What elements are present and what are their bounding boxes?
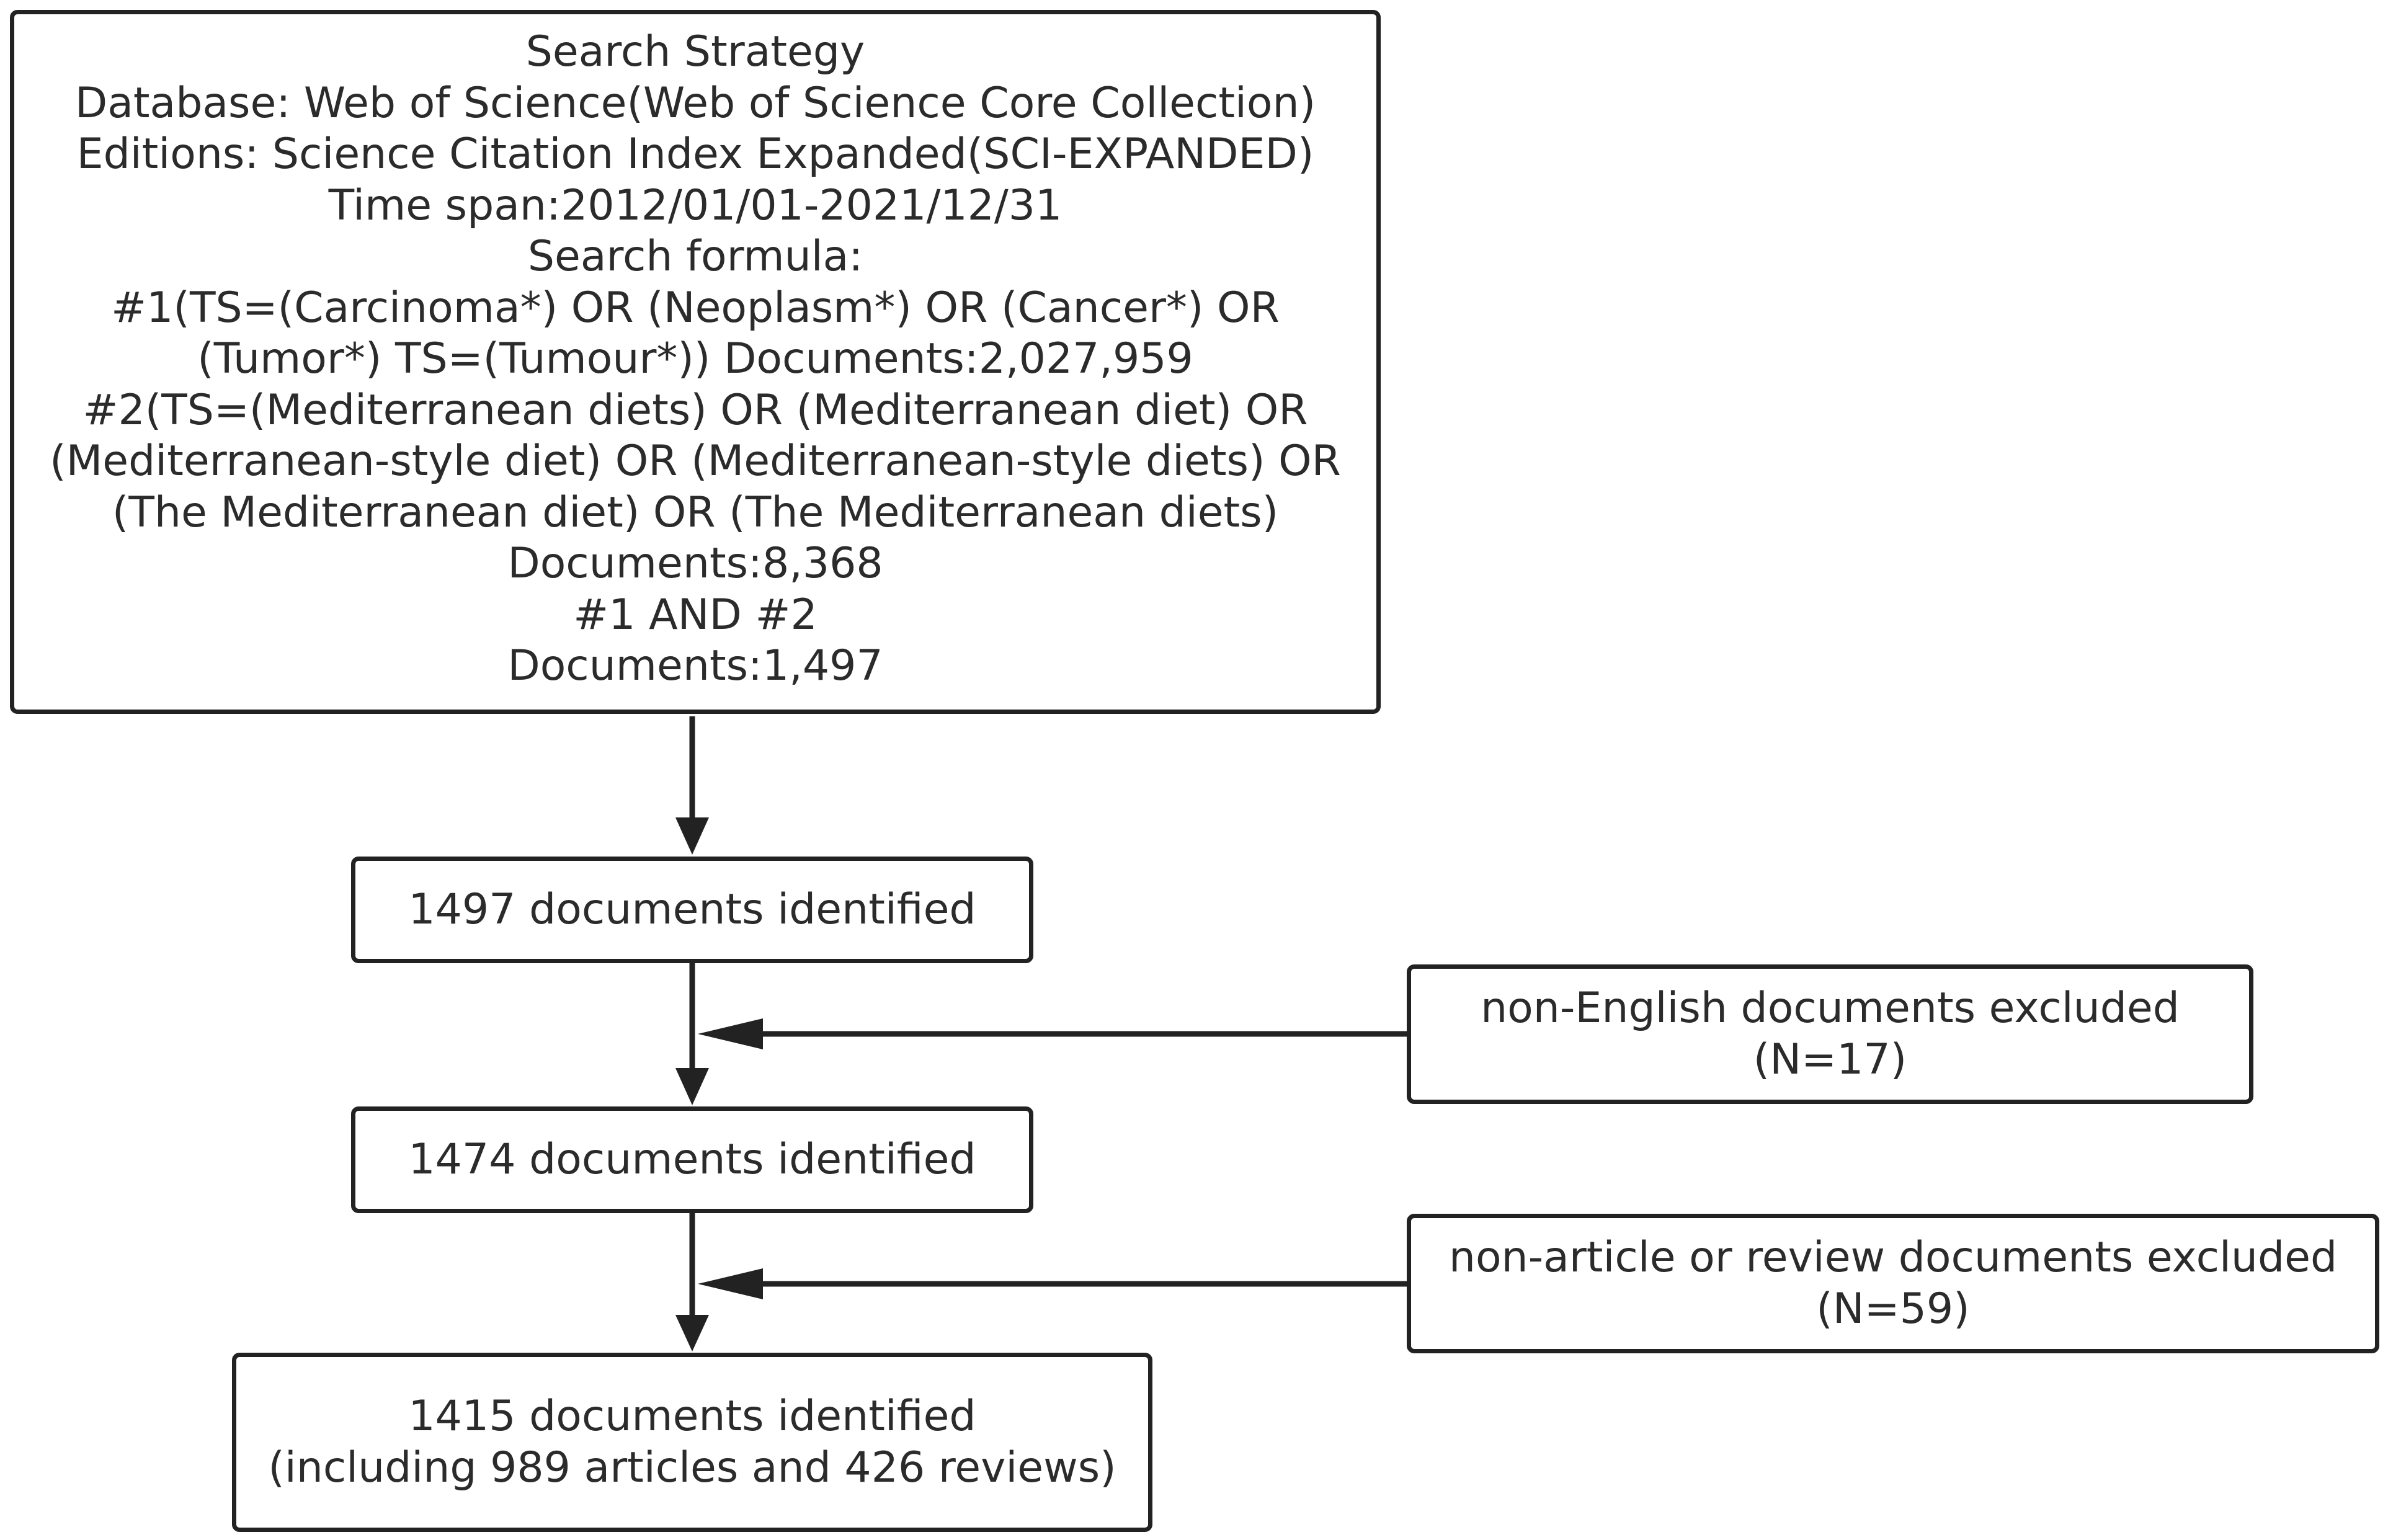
step-box-1474-identified: 1474 documents identified — [351, 1106, 1033, 1213]
exclusion-non-english-label: non-English documents excluded — [1481, 984, 2180, 1033]
search-combined-documents: Documents:1,497 — [507, 641, 883, 690]
search-formula-1-line-1: #1(TS=(Carcinoma*) OR (Neoplasm*) OR (Ca… — [111, 283, 1280, 332]
search-combined-formula: #1 AND #2 — [573, 590, 818, 639]
step-box-1497-identified: 1497 documents identified — [351, 857, 1033, 963]
step-1-label: 1497 documents identified — [408, 884, 976, 934]
exclusion-non-article-label: non-article or review documents excluded — [1448, 1233, 2338, 1282]
search-formula-2-line-1: #2(TS=(Mediterranean diets) OR (Mediterr… — [82, 385, 1308, 435]
search-editions-line: Editions: Science Citation Index Expande… — [76, 130, 1314, 179]
arrowhead-left-1 — [698, 1018, 763, 1049]
search-formula-2-line-3: (The Mediterranean diet) OR (The Mediter… — [112, 487, 1279, 537]
exclusion-box-non-article: non-article or review documents excluded… — [1407, 1214, 2379, 1353]
search-strategy-heading: Search Strategy — [525, 27, 865, 76]
search-formula-1-line-2: (Tumor*) TS=(Tumour*)) Documents:2,027,9… — [197, 334, 1193, 383]
arrowhead-down-1 — [675, 817, 709, 855]
search-formula-label: Search formula: — [527, 232, 863, 281]
step-box-1415-identified: 1415 documents identified (including 989… — [232, 1353, 1152, 1532]
search-strategy-box: Search Strategy Database: Web of Science… — [10, 10, 1381, 714]
search-database-line: Database: Web of Science(Web of Science … — [74, 78, 1316, 128]
arrowhead-down-3 — [675, 1315, 709, 1351]
exclusion-non-english-count: (N=17) — [1753, 1035, 1907, 1084]
exclusion-box-non-english: non-English documents excluded (N=17) — [1407, 964, 2253, 1104]
exclusion-non-article-count: (N=59) — [1816, 1284, 1970, 1333]
arrowhead-left-2 — [698, 1268, 763, 1299]
search-formula-2-documents: Documents:8,368 — [507, 539, 883, 588]
step-2-label: 1474 documents identified — [408, 1134, 976, 1184]
search-timespan-line: Time span:2012/01/01-2021/12/31 — [328, 180, 1063, 230]
step-3-label: 1415 documents identified — [408, 1392, 976, 1441]
step-3-breakdown: (including 989 articles and 426 reviews) — [268, 1443, 1116, 1492]
search-formula-2-line-2: (Mediterranean-style diet) OR (Mediterra… — [50, 437, 1341, 486]
arrowhead-down-2 — [675, 1068, 709, 1105]
